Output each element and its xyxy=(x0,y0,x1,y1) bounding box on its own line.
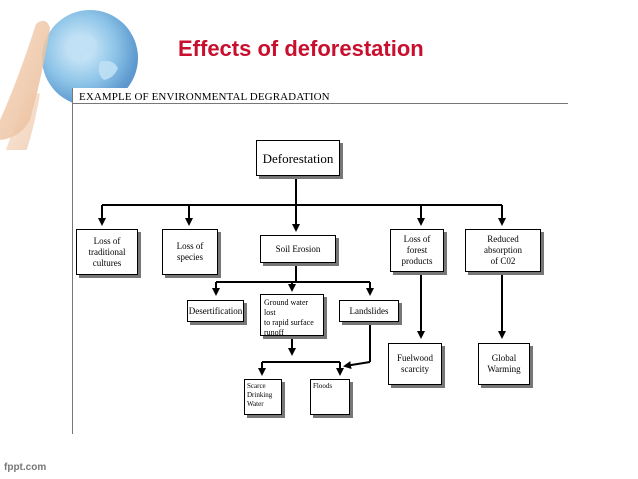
box-loss-of-species: Loss of species xyxy=(162,229,218,275)
box-floods: Floods xyxy=(310,379,350,415)
box-reduced-absorption: Reduced absorption of C02 xyxy=(465,229,541,272)
heading-divider xyxy=(72,103,568,104)
hands-globe-illustration xyxy=(0,10,138,150)
slide-title: Effects of deforestation xyxy=(178,36,424,61)
box-loss-traditional-cultures: Loss of traditional cultures xyxy=(76,229,138,275)
panel-border xyxy=(72,88,73,434)
footer-brand: fppt.com xyxy=(4,462,47,473)
box-loss-of-forest-products: Loss of forest products xyxy=(390,229,444,272)
arrow xyxy=(343,361,371,370)
box-soil-erosion: Soil Erosion xyxy=(260,235,336,263)
box-landslides: Landslides xyxy=(339,300,399,322)
box-deforestation: Deforestation xyxy=(256,140,340,176)
box-ground-water-lost: Ground water lost to rapid surface runof… xyxy=(260,294,324,336)
diagram-heading: EXAMPLE OF ENVIRONMENTAL DEGRADATION xyxy=(79,91,330,103)
box-global-warming: Global Warming xyxy=(478,343,530,385)
box-scarce-drinking-water: Scarce Drinking Water xyxy=(244,379,282,415)
box-desertification: Desertification xyxy=(187,300,244,322)
box-fuelwood-scarcity: Fuelwood scarcity xyxy=(388,343,442,385)
